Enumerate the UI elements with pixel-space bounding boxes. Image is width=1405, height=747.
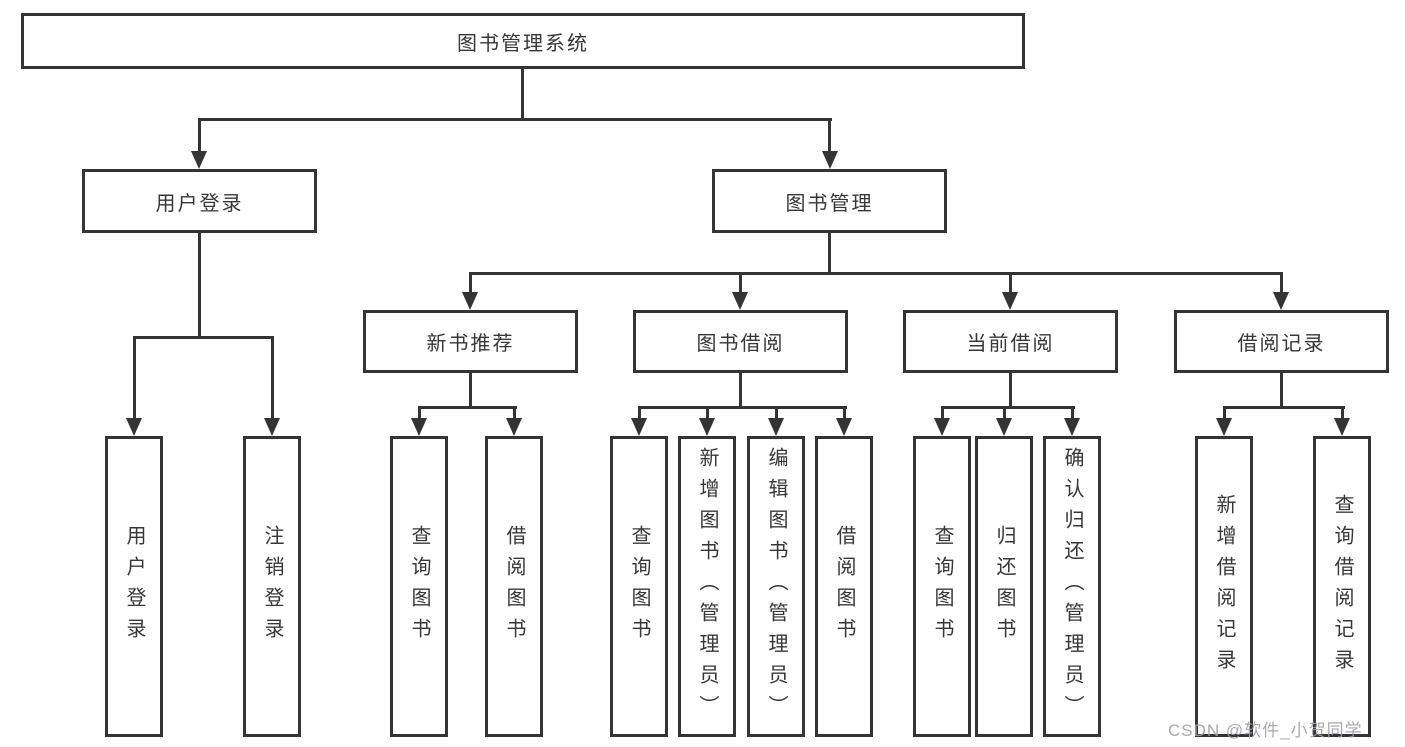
connector-line	[468, 272, 1283, 275]
connector-line	[637, 406, 847, 409]
connector-arrow	[934, 406, 950, 436]
connector-arrow	[1273, 272, 1289, 310]
leaf-edit-books-admin: 编辑图书（管理员）	[747, 436, 805, 737]
leaf-user-login: 用户登录	[105, 436, 163, 737]
leaf-query-books-recommend: 查询图书	[390, 436, 448, 737]
leaf-query-books-current: 查询图书	[913, 436, 971, 737]
connector-arrow	[996, 406, 1012, 436]
watermark-text: CSDN @软件_小贺同学	[1168, 721, 1363, 740]
node-borrowing-records: 借阅记录	[1174, 310, 1389, 373]
connector-line	[197, 118, 832, 121]
connector-arrow	[191, 118, 207, 169]
node-current-borrowing: 当前借阅	[903, 310, 1118, 373]
node-book-borrowing: 图书借阅	[633, 310, 848, 373]
connector-arrow	[631, 406, 647, 436]
connector-line	[1280, 373, 1283, 406]
node-root-library-system: 图书管理系统	[21, 13, 1025, 69]
node-new-book-recommendation: 新书推荐	[363, 310, 578, 373]
leaf-query-books-borrowing: 查询图书	[610, 436, 668, 737]
node-book-management: 图书管理	[712, 169, 947, 233]
node-user-login: 用户登录	[82, 169, 317, 233]
connector-line	[520, 69, 524, 118]
connector-arrow	[411, 406, 427, 436]
connector-arrow	[264, 336, 280, 436]
connector-line	[417, 406, 517, 409]
connector-arrow	[732, 272, 748, 310]
connector-line	[1222, 406, 1345, 409]
leaf-logout: 注销登录	[243, 436, 301, 737]
connector-arrow	[836, 406, 852, 436]
leaf-borrow-books-recommend: 借阅图书	[485, 436, 543, 737]
leaf-query-borrow-record: 查询借阅记录	[1313, 436, 1371, 737]
connector-arrow	[1064, 406, 1080, 436]
connector-arrow	[126, 336, 142, 436]
leaf-borrow-books: 借阅图书	[815, 436, 873, 737]
connector-line	[739, 373, 742, 406]
leaf-return-books: 归还图书	[975, 436, 1033, 737]
connector-line	[197, 233, 201, 336]
connector-line	[1009, 373, 1012, 406]
leaf-add-books-admin: 新增图书（管理员）	[678, 436, 736, 737]
connector-line	[469, 373, 472, 406]
connector-arrow	[1216, 406, 1232, 436]
connector-line	[940, 406, 1075, 409]
connector-arrow	[1002, 272, 1018, 310]
connector-arrow	[506, 406, 522, 436]
connector-arrow	[1334, 406, 1350, 436]
connector-arrow	[462, 272, 478, 310]
connector-arrow	[768, 406, 784, 436]
connector-arrow	[699, 406, 715, 436]
connector-line	[132, 336, 274, 339]
connector-line	[828, 233, 831, 272]
leaf-add-borrow-record: 新增借阅记录	[1195, 436, 1253, 737]
connector-arrow	[821, 118, 838, 169]
leaf-confirm-return-admin: 确认归还（管理员）	[1043, 436, 1101, 737]
